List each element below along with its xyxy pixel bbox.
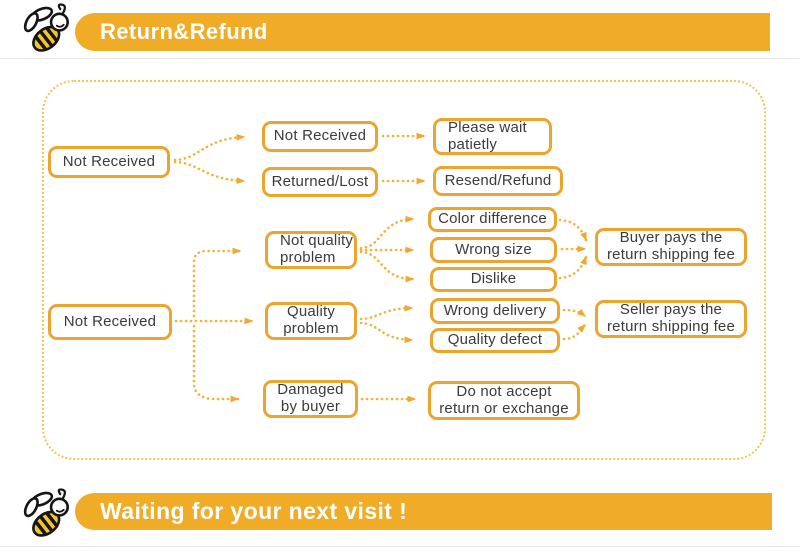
flow-node-damaged-by-buyer: Damaged by buyer	[263, 380, 358, 418]
top-divider-line	[0, 58, 800, 59]
bee-logo-icon	[23, 488, 69, 539]
bottom-divider-line	[0, 546, 800, 547]
flowchart-container	[42, 80, 766, 460]
header-banner: Return&Refund	[75, 13, 770, 51]
flow-node-please-wait: Please wait patietly	[433, 118, 552, 155]
header-title: Return&Refund	[100, 19, 268, 44]
flow-node-not-received-1: Not Received	[48, 146, 170, 178]
flow-node-dislike: Dislike	[430, 267, 557, 292]
flow-node-do-not-accept: Do not accept return or exchange	[428, 381, 580, 420]
flow-node-returned-lost: Returned/Lost	[262, 167, 378, 197]
flow-node-not-received-sub: Not Received	[262, 121, 378, 152]
flow-node-resend-refund: Resend/Refund	[433, 166, 563, 196]
flow-node-color-difference: Color difference	[428, 207, 557, 232]
flow-node-wrong-delivery: Wrong delivery	[430, 298, 560, 324]
bee-logo-icon	[23, 3, 69, 54]
footer-banner: Waiting for your next visit !	[75, 493, 772, 530]
flow-node-not-quality-problem: Not quality problem	[265, 231, 357, 269]
footer-title: Waiting for your next visit !	[100, 498, 408, 524]
flow-node-buyer-pays: Buyer pays the return shipping fee	[595, 228, 747, 266]
flow-node-quality-problem: Quality problem	[265, 302, 357, 340]
flow-node-seller-pays: Seller pays the return shipping fee	[595, 300, 747, 338]
flow-node-not-received-2: Not Received	[48, 304, 172, 340]
flow-node-quality-defect: Quality defect	[430, 328, 560, 353]
flow-node-wrong-size: Wrong size	[430, 237, 557, 263]
